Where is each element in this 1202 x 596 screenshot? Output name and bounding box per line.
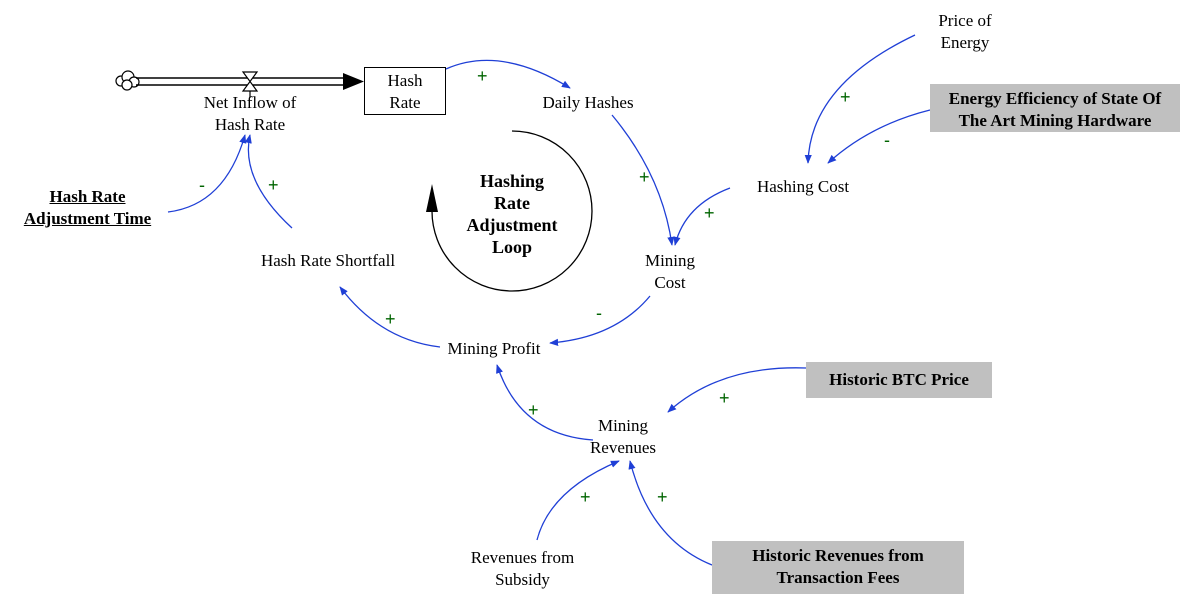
var-hash-rate-shortfall[interactable]: Hash Rate Shortfall [260, 251, 396, 270]
polarity-price-hashing: + [840, 87, 851, 107]
hash-rate-line2: Rate [389, 93, 421, 112]
link-btc-revenues [667, 367, 807, 413]
subsidy-line2: Subsidy [495, 570, 550, 589]
var-historic-tx-fees[interactable]: Historic Revenues from Transaction Fees [712, 541, 964, 594]
link-revenues-profit [496, 364, 594, 441]
price-energy-line1: Price of [938, 11, 992, 30]
causal-links [167, 34, 931, 566]
adj-time-line1: Hash Rate [49, 187, 126, 206]
var-mining-cost[interactable]: Mining Cost [630, 250, 710, 294]
var-hash-adjustment-time[interactable]: Hash Rate Adjustment Time [10, 186, 165, 230]
link-profit-shortfall [339, 286, 441, 348]
adj-time-line2: Adjustment Time [23, 209, 152, 228]
link-shortfall-inflow [244, 134, 293, 229]
polarity-daily-mining: + [639, 167, 650, 187]
polarity-mining-profit: - [596, 303, 602, 323]
net-inflow-line1: Net Inflow of [203, 93, 297, 112]
link-dailyhashes-miningcost [611, 114, 675, 246]
energy-eff-line1: Energy Efficiency of State Of [948, 89, 1162, 108]
link-price-hashingcost [804, 34, 916, 164]
polarity-fees-revenues: + [657, 487, 668, 507]
polarity-revenues-profit: + [528, 400, 539, 420]
polarity-eff-hashing: - [884, 130, 890, 150]
mining-revenues-line2: Revenues [589, 438, 657, 457]
loop-indicator [426, 130, 593, 292]
mining-cost-line2: Cost [654, 273, 686, 292]
var-mining-profit[interactable]: Mining Profit [447, 339, 541, 358]
link-hashingcost-miningcost [673, 187, 731, 246]
var-hashing-cost[interactable]: Hashing Cost [756, 177, 850, 196]
polarity-adj-inflow: - [199, 175, 205, 195]
polarity-subsidy-revenues: + [580, 487, 591, 507]
var-historic-btc-price[interactable]: Historic BTC Price [806, 362, 992, 398]
cloud-icon [115, 70, 140, 91]
link-adjtime-inflow [167, 134, 247, 213]
link-hashrate-dailyhashes [445, 59, 571, 89]
valve-icon [241, 71, 259, 98]
var-energy-efficiency[interactable]: Energy Efficiency of State Of The Art Mi… [930, 84, 1180, 132]
link-miningcost-profit [549, 295, 651, 346]
polarity-btc-revenues: + [719, 388, 730, 408]
hash-rate-line1: Hash [387, 71, 423, 90]
loop-line1: Hashing [479, 171, 545, 191]
link-subsidy-revenues [536, 460, 620, 541]
link-fees-revenues [628, 460, 713, 566]
tx-fees-line2: Transaction Fees [776, 568, 900, 587]
mining-revenues-line1: Mining [597, 416, 649, 435]
link-efficiency-hashingcost [827, 109, 931, 164]
var-revenues-from-subsidy[interactable]: Revenues from Subsidy [450, 547, 595, 591]
loop-line3: Adjustment [466, 215, 558, 235]
var-mining-revenues[interactable]: Mining Revenues [578, 415, 668, 459]
stock-hash-rate[interactable]: Hash Rate [364, 67, 446, 115]
energy-eff-line2: The Art Mining Hardware [958, 111, 1152, 130]
tx-fees-line1: Historic Revenues from [752, 546, 924, 565]
loop-line4: Loop [491, 237, 533, 257]
var-net-inflow[interactable]: Net Inflow of Hash Rate [180, 92, 320, 136]
polarity-profit-shortfall: + [385, 309, 396, 329]
var-price-of-energy[interactable]: Price of Energy [920, 10, 1010, 54]
loop-line2: Rate [494, 193, 530, 213]
loop-name: Hashing Rate Adjustment Loop [452, 170, 572, 258]
polarity-hashrate-daily: + [477, 66, 488, 86]
flow-pipe [136, 73, 364, 90]
net-inflow-line2: Hash Rate [214, 115, 286, 134]
price-energy-line2: Energy [940, 33, 990, 52]
subsidy-line1: Revenues from [470, 548, 575, 567]
polarity-hashing-mining: + [704, 203, 715, 223]
var-daily-hashes[interactable]: Daily Hashes [542, 93, 634, 112]
polarity-shortfall-inflow: + [268, 175, 279, 195]
mining-cost-line1: Mining [644, 251, 696, 270]
